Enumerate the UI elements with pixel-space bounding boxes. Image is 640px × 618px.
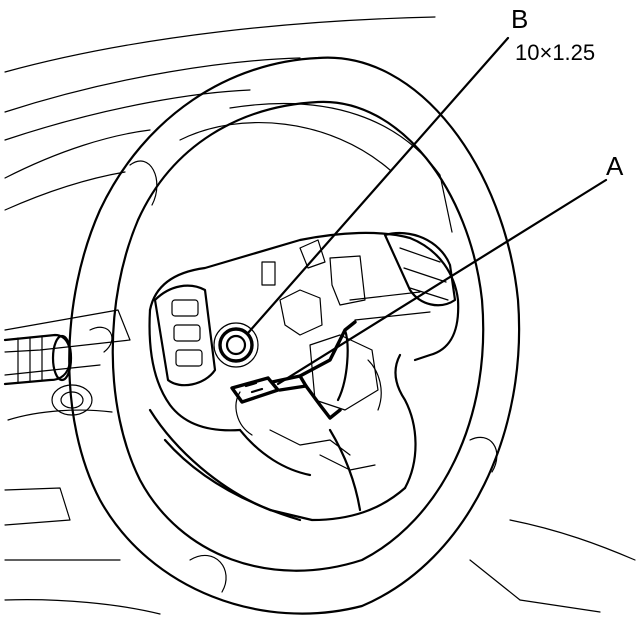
connector-a — [230, 320, 357, 420]
callout-a-leader — [276, 178, 608, 386]
callout-b-spec: 10×1.25 — [515, 40, 595, 65]
callout-a: A — [276, 151, 624, 386]
callout-b: B 10×1.25 — [246, 4, 595, 335]
dashboard-outline — [4, 16, 636, 615]
steering-column-stalk — [3, 333, 93, 416]
steering-wheel-hub — [148, 231, 460, 522]
bolt-b — [213, 322, 259, 368]
callout-b-letter: B — [511, 4, 528, 34]
callout-b-leader — [246, 36, 510, 335]
steering-wheel-rim — [68, 56, 521, 615]
callout-a-letter: A — [606, 151, 624, 181]
